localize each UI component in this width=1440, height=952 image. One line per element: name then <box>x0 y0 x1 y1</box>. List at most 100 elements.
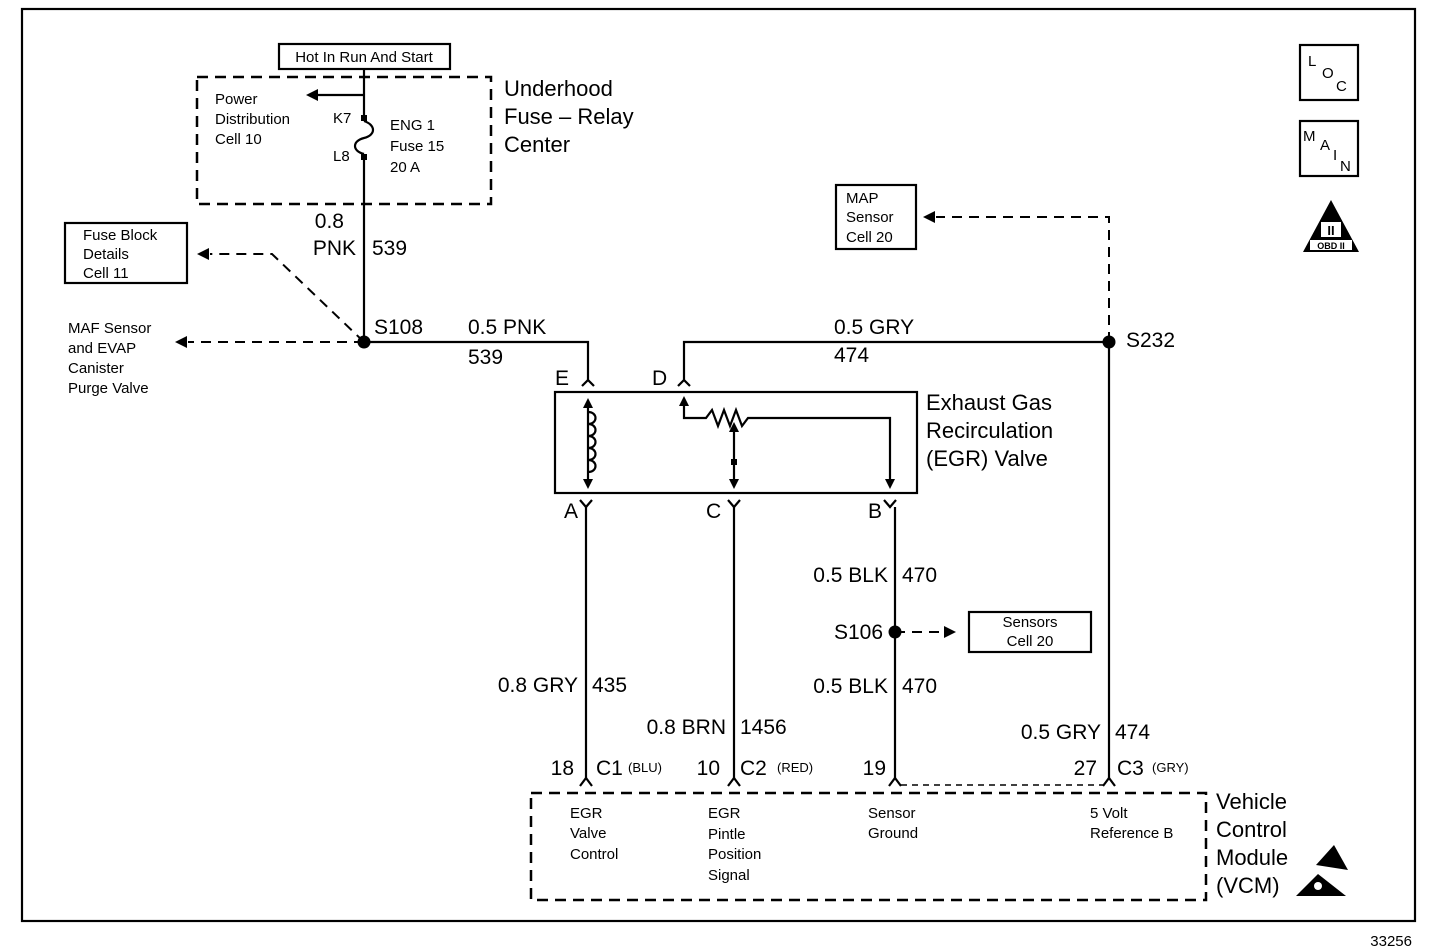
main-icon[interactable] <box>1298 119 1360 178</box>
main-icon-a: A <box>1320 137 1330 154</box>
fuse-label-3: 20 A <box>390 159 420 176</box>
main-icon-m: M <box>1303 128 1316 145</box>
map-dashed-link <box>936 216 1110 342</box>
splice-s108-label: S108 <box>374 316 423 339</box>
k7-terminal <box>361 115 367 121</box>
pin-10-number: 10 <box>697 757 720 780</box>
main-icon-n: N <box>1340 158 1351 175</box>
pot-arrow-d <box>679 396 689 406</box>
pnk-main-circuit: 539 <box>372 237 407 260</box>
pin-27-number: 27 <box>1074 757 1097 780</box>
vcm-func-3-line-1: Sensor <box>868 805 916 822</box>
power-dist-2: Distribution <box>215 111 290 128</box>
pin-10-symbol <box>727 776 741 787</box>
map-ref-2: Sensor <box>846 209 894 226</box>
fuse-label-1: ENG 1 <box>390 117 435 134</box>
solenoid-coil <box>587 410 597 474</box>
pnk-main-gauge: 0.8 <box>315 210 344 233</box>
maf-ref-2: and EVAP <box>68 340 136 357</box>
gry-474-ref-circuit: 474 <box>1115 721 1150 744</box>
vcm-title-4: (VCM) <box>1216 873 1280 898</box>
terminal-d-label: D <box>652 367 667 390</box>
brn-1456-gauge-color: 0.8 BRN <box>647 716 726 739</box>
vcm-func-4-line-1: 5 Volt <box>1090 805 1128 822</box>
vcm-box <box>529 791 1208 902</box>
power-dist-3: Cell 10 <box>215 131 262 148</box>
pin-27-symbol <box>1102 776 1116 787</box>
brn-1456-circuit: 1456 <box>740 716 787 739</box>
terminal-b-symbol <box>883 499 897 509</box>
sensors-ref-1: Sensors <box>1002 614 1057 631</box>
egr-title-1: Exhaust Gas <box>926 390 1052 415</box>
pnk-egr-gauge-color: 0.5 PNK <box>468 316 546 339</box>
terminal-d-symbol <box>677 378 691 387</box>
pin-18-color: (BLU) <box>628 760 662 775</box>
gry-474-egr-wire <box>682 340 1109 380</box>
loc-icon-o: O <box>1322 65 1334 82</box>
pot-arrow-b <box>885 479 895 489</box>
esd-warning-icon <box>1316 845 1348 870</box>
pintle-potentiometer <box>682 400 892 480</box>
pin-k7: K7 <box>333 110 351 127</box>
fuse-center-title-2: Fuse – Relay <box>504 104 634 129</box>
egr-title-3: (EGR) Valve <box>926 446 1048 471</box>
fuse-center-box <box>195 75 493 206</box>
fuse-block-dashed-link <box>210 253 365 343</box>
maf-arrow <box>175 336 187 348</box>
gry-egr-gauge-color: 0.5 GRY <box>834 316 914 339</box>
solenoid-arrow-top <box>583 398 593 408</box>
pnk-egr-circuit: 539 <box>468 346 503 369</box>
map-arrow <box>923 211 935 223</box>
figure-id: 33256 <box>1370 933 1412 950</box>
map-ref-1: MAP <box>846 190 879 207</box>
splice-s106-label: S106 <box>834 621 883 644</box>
vcm-title-2: Control <box>1216 817 1287 842</box>
vcm-func-1-line-1: EGR <box>570 805 603 822</box>
vcm-func-2-line-4: Signal <box>708 867 750 884</box>
pin-18-symbol <box>579 776 593 787</box>
pin-19-number: 19 <box>863 757 886 780</box>
pot-wiper-dot <box>731 459 737 465</box>
pnk-main-color: PNK <box>313 237 356 260</box>
terminal-e-label: E <box>555 367 569 390</box>
vcm-func-2-line-1: EGR <box>708 805 741 822</box>
maf-ref-4: Purge Valve <box>68 380 149 397</box>
gry-435-gauge-color: 0.8 GRY <box>498 674 578 697</box>
vcm-func-1-line-2: Valve <box>570 825 606 842</box>
fuse-block-ref-3: Cell 11 <box>83 265 129 282</box>
obd-ii-badge <box>1321 222 1341 237</box>
l8-terminal <box>361 154 367 160</box>
obd-ii-numeral: II <box>1327 223 1334 238</box>
pin-10-color: (RED) <box>777 760 813 775</box>
pin-19-symbol <box>888 776 902 787</box>
blk-upper-circuit: 470 <box>902 564 937 587</box>
loc-icon-l: L <box>1308 53 1316 70</box>
pin-18-connector: C1 <box>596 757 623 780</box>
fuse-label-2: Fuse 15 <box>390 138 444 155</box>
map-ref-box <box>834 183 918 251</box>
fuse-block-arrow <box>197 248 209 260</box>
blk-upper-gauge-color: 0.5 BLK <box>813 564 888 587</box>
pin-18-number: 18 <box>551 757 574 780</box>
pin-l8: L8 <box>333 148 350 165</box>
map-ref-3: Cell 20 <box>846 229 893 246</box>
sensors-ref-2: Cell 20 <box>1007 633 1054 650</box>
terminal-b-label: B <box>868 500 882 523</box>
loc-icon[interactable] <box>1298 43 1360 102</box>
splice-s232-label: S232 <box>1126 329 1175 352</box>
vcm-title-3: Module <box>1216 845 1288 870</box>
loc-icon-c: C <box>1336 78 1347 95</box>
fuse-15-symbol <box>353 119 375 156</box>
fuse-block-ref-1: Fuse Block <box>83 227 158 244</box>
power-dist-1: Power <box>215 91 258 108</box>
terminal-a-symbol <box>579 499 593 509</box>
esd-hand-detail <box>1314 882 1322 890</box>
gry-474-ref-gauge-color: 0.5 GRY <box>1021 721 1101 744</box>
terminal-a-label: A <box>564 500 578 523</box>
pnk-539-egr-wire <box>364 340 590 380</box>
vcm-func-3-line-2: Ground <box>868 825 918 842</box>
vcm-title-1: Vehicle <box>1216 789 1287 814</box>
pot-arrow-c <box>729 479 739 489</box>
fuse-block-ref-box <box>63 221 189 285</box>
